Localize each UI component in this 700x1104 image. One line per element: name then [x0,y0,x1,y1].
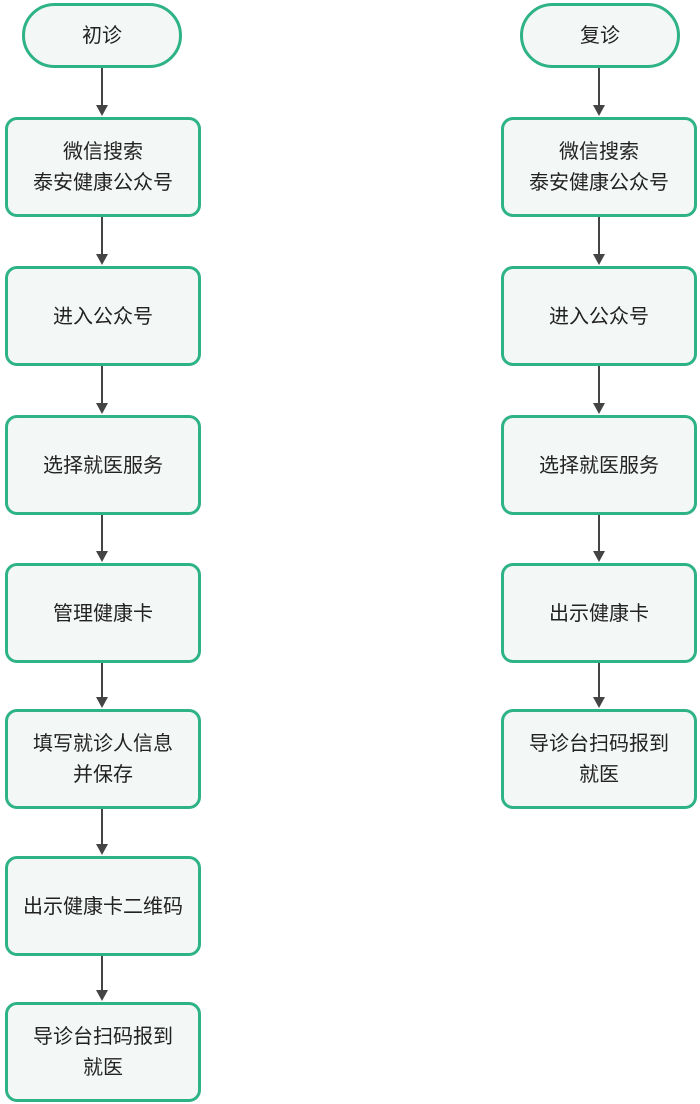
arrowhead-icon [96,697,108,708]
node-label: 出示健康卡二维码 [23,893,183,918]
return-visit-step-3-node: 选择就医服务 [501,415,697,515]
node-label: 选择就医服务 [43,452,163,477]
first-visit-step-1-node: 微信搜索 泰安健康公众号 [5,117,201,217]
connector-arrow [593,515,605,562]
connector-arrow [96,217,108,265]
connector-arrow [96,68,108,116]
first-visit-step-3-node: 选择就医服务 [5,415,201,515]
node-label: 导诊台扫码报到 就医 [529,731,669,786]
first-visit-step-5-node: 填写就诊人信息 并保存 [5,709,201,809]
first-visit-step-2-node: 进入公众号 [5,266,201,366]
node-label: 导诊台扫码报到 就医 [33,1024,173,1079]
arrowhead-icon [593,551,605,562]
return-visit-step-5-node: 导诊台扫码报到 就医 [501,709,697,809]
arrowhead-icon [593,254,605,265]
connector-arrow [593,68,605,116]
arrowhead-icon [96,254,108,265]
arrowhead-icon [593,697,605,708]
connector-arrow [96,809,108,855]
connector-arrow [96,956,108,1001]
first-visit-step-6-node: 出示健康卡二维码 [5,856,201,956]
node-label: 选择就医服务 [539,452,659,477]
arrowhead-icon [96,990,108,1001]
first-visit-start-node: 初诊 [22,3,182,68]
return-visit-start-node: 复诊 [520,3,680,68]
first-visit-step-7-node: 导诊台扫码报到 就医 [5,1002,201,1102]
first-visit-step-4-node: 管理健康卡 [5,563,201,663]
node-label: 管理健康卡 [53,600,153,625]
node-label: 微信搜索 泰安健康公众号 [33,139,173,194]
arrowhead-icon [593,105,605,116]
connector-arrow [96,663,108,708]
return-visit-step-4-node: 出示健康卡 [501,563,697,663]
node-label: 填写就诊人信息 并保存 [33,731,173,786]
connector-arrow [593,217,605,265]
connector-arrow [96,515,108,562]
node-label: 出示健康卡 [549,600,649,625]
arrowhead-icon [96,105,108,116]
arrowhead-icon [96,844,108,855]
arrowhead-icon [96,551,108,562]
return-visit-step-2-node: 进入公众号 [501,266,697,366]
arrowhead-icon [593,403,605,414]
node-label: 初诊 [82,23,122,47]
node-label: 微信搜索 泰安健康公众号 [529,139,669,194]
node-label: 进入公众号 [53,303,153,328]
node-label: 进入公众号 [549,303,649,328]
node-label: 复诊 [580,23,620,47]
connector-arrow [593,663,605,708]
connector-arrow [593,366,605,414]
return-visit-step-1-node: 微信搜索 泰安健康公众号 [501,117,697,217]
connector-arrow [96,366,108,414]
arrowhead-icon [96,403,108,414]
